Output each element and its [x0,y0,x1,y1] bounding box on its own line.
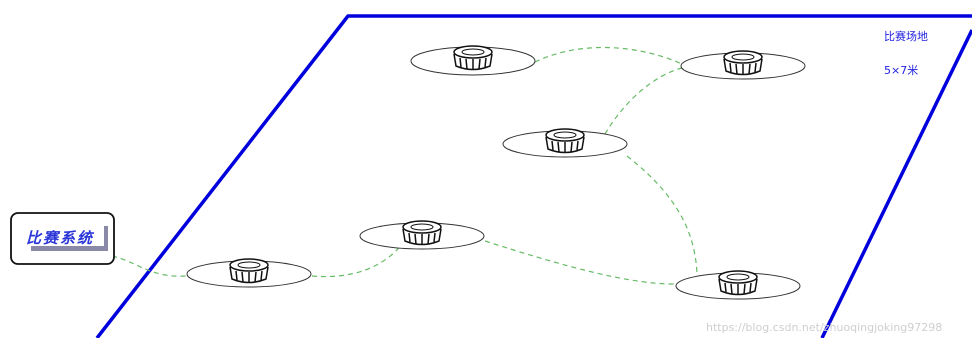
station [359,220,485,250]
field-title: 比赛场地 [884,29,928,43]
puck-icon [453,45,493,71]
system-label-box: 比赛系统 [10,212,115,265]
route-segment [534,46,683,65]
puck-icon [229,258,269,284]
station [675,270,801,300]
label-side-shadow [104,226,108,251]
field-size: 5×7米 [884,64,918,77]
puck-icon [723,50,763,76]
system-label: 比赛系统 [26,229,95,247]
route-segment [626,155,698,275]
puck-icon [545,128,585,154]
watermark: https://blog.csdn.net/zhuoqingjoking9729… [706,321,942,334]
route-segment [484,240,678,285]
puck-icon [402,220,442,246]
puck-icon [718,270,758,296]
route-path [111,46,698,285]
field-boundary [95,14,972,338]
label-underline-shadow [31,246,108,251]
station [680,50,806,80]
station [410,45,536,76]
station [186,258,312,288]
route-segment [604,67,683,135]
station [502,128,628,158]
route-segment [111,255,187,277]
